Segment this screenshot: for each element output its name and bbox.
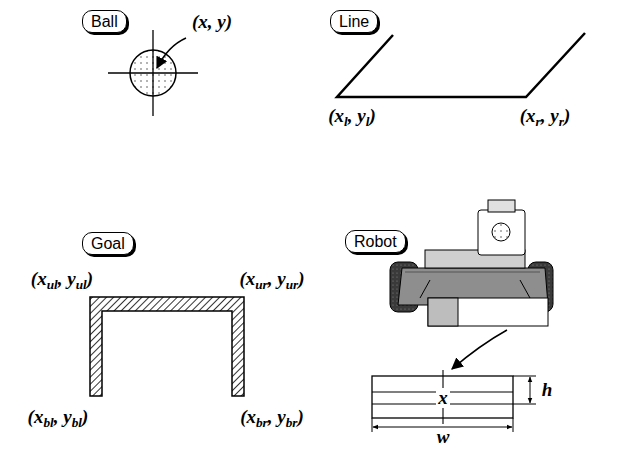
leader-arrow <box>452 330 507 369</box>
extension-line <box>513 404 536 405</box>
robot-model <box>372 370 536 432</box>
extension-line <box>372 418 373 432</box>
robot-figure <box>390 200 553 369</box>
goal-frame <box>90 297 244 396</box>
box-title: Goal <box>91 235 125 253</box>
robot-body <box>520 280 530 298</box>
center-label: x <box>436 388 450 408</box>
label-box: Goal <box>82 232 134 255</box>
box-title: Robot <box>354 233 397 251</box>
field-line <box>337 33 585 97</box>
robot-camera <box>488 200 515 212</box>
extension-line <box>513 376 536 377</box>
camera-lens <box>492 223 510 241</box>
coordinate-label: (x, y) <box>192 12 232 32</box>
box-title: Line <box>339 13 369 31</box>
coordinate-label: (xr, yr) <box>520 106 570 126</box>
robot-camera <box>478 210 525 255</box>
leader-arrow <box>157 38 186 68</box>
robot-bumper <box>428 298 548 326</box>
label-box: Robot <box>345 230 406 253</box>
dimension-line <box>530 377 531 403</box>
coordinate-label: (xl, yl) <box>328 106 376 126</box>
dimension-label: w <box>437 427 450 447</box>
crosshair <box>152 30 153 116</box>
robot-bumper <box>428 298 458 326</box>
robot-body <box>420 280 430 298</box>
coordinate-label: (xbr, ybr) <box>240 407 304 427</box>
coordinate-label: (xul, yul) <box>31 269 93 289</box>
extension-line <box>513 418 514 432</box>
dimension-label: h <box>542 380 553 400</box>
label-box: Ball <box>82 10 127 33</box>
coordinate-label: (xbl, ybl) <box>28 407 89 427</box>
ball-figure <box>108 30 198 116</box>
coordinate-label: (xur, yur) <box>239 269 304 289</box>
label-box: Line <box>330 10 378 33</box>
goal-figure <box>90 297 244 396</box>
box-title: Ball <box>91 13 118 31</box>
robot-body <box>405 272 540 273</box>
